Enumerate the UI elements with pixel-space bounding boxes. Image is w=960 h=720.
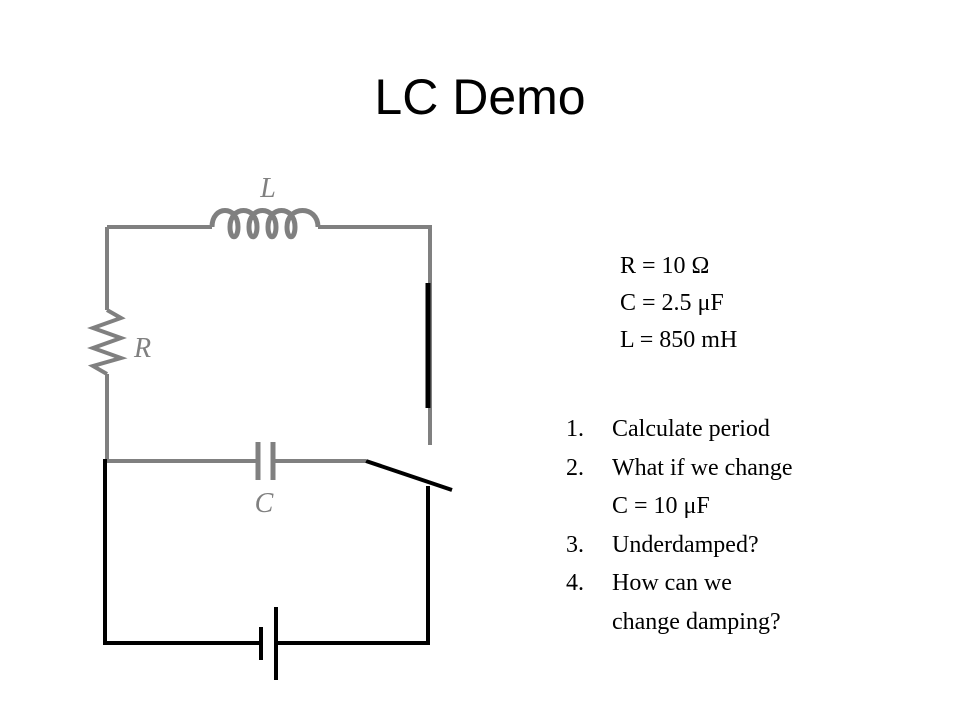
task-item: 4. How can we change damping? [566, 564, 872, 641]
top-right-wire [318, 225, 432, 445]
task-item: 3. Underdamped? [566, 526, 872, 565]
task-text: Underdamped? [612, 531, 759, 558]
inductor-coil [209, 208, 321, 240]
circuit-parameters: R = 10 Ω C = 2.5 μF L = 850 mH [620, 248, 737, 359]
left-battery-wire [103, 459, 261, 645]
resistance-value: R = 10 Ω [620, 253, 710, 279]
task-list: 1. Calculate period 2. What if we change… [566, 410, 872, 641]
task-number: 2. [566, 454, 584, 481]
task-number: 1. [566, 416, 584, 442]
task-number: 4. [566, 570, 584, 596]
task-text: Calculate period [612, 416, 770, 442]
capacitor-label: C [255, 488, 274, 519]
task-item: 1. Calculate period [566, 410, 872, 449]
inductance-value: L = 850 mH [620, 327, 738, 353]
resistor-zigzag [87, 308, 128, 376]
slide-title: LC Demo [374, 69, 586, 125]
capacitor-plates [255, 442, 276, 480]
lc-loop-wires [105, 225, 432, 463]
switch-blade [365, 459, 453, 492]
resistor-label: R [133, 333, 151, 364]
task-number: 3. [566, 531, 584, 558]
capacitance-value: C = 2.5 μF [620, 290, 724, 316]
task-text: What if we change C = 10 μF [612, 454, 793, 520]
inductor-label: L [259, 173, 276, 204]
right-battery-wire [276, 486, 430, 645]
task-text: How can we change damping? [612, 570, 781, 635]
task-item: 2. What if we change C = 10 μF [566, 449, 872, 526]
battery-symbol [259, 607, 278, 680]
battery-loop-wires [103, 283, 453, 645]
